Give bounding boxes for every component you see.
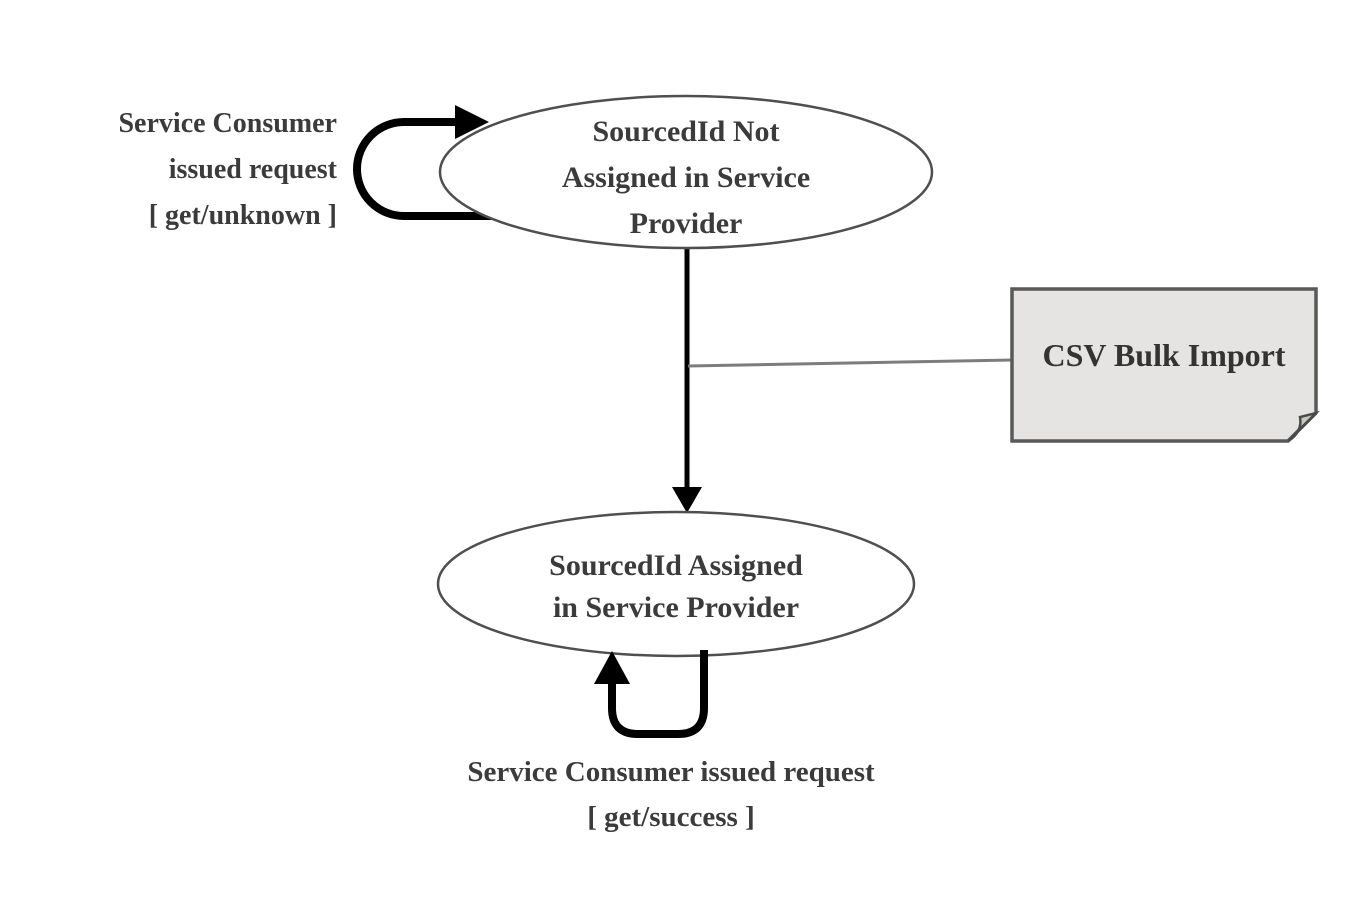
state-bottom-label: SourcedId Assigned in Service Provider bbox=[456, 545, 896, 629]
top-self-loop-label: Service Consumer issued request [ get/un… bbox=[0, 101, 337, 239]
bottom-self-loop-label: Service Consumer issued request [ get/su… bbox=[371, 750, 971, 840]
state-top-ellipse bbox=[438, 94, 934, 250]
note-label: CSV Bulk Import bbox=[1042, 336, 1286, 373]
label-line: Provider bbox=[629, 207, 743, 240]
note-connector-line bbox=[687, 358, 1014, 368]
up-arrowhead-icon bbox=[594, 651, 630, 684]
right-arrowhead-icon bbox=[455, 105, 489, 139]
label-line: SourcedId Not bbox=[592, 115, 780, 148]
state-bottom-ellipse bbox=[436, 510, 916, 658]
label-line: [ get/success ] bbox=[587, 801, 755, 833]
label-line: Assigned in Service bbox=[561, 161, 811, 194]
note-fold-corner bbox=[1287, 410, 1321, 443]
label-line: Service Consumer bbox=[118, 108, 337, 139]
bottom-self-loop-line bbox=[608, 650, 708, 738]
top-self-loop-line bbox=[353, 118, 497, 220]
state-top-label: SourcedId Not Assigned in Service Provid… bbox=[466, 109, 906, 247]
label-line: SourcedId Assigned bbox=[549, 549, 803, 582]
down-arrowhead-icon bbox=[672, 487, 702, 513]
label-line: [ get/unknown ] bbox=[148, 200, 337, 231]
label-line: Service Consumer issued request bbox=[467, 756, 875, 788]
label-line: in Service Provider bbox=[552, 591, 800, 624]
label-line: issued request bbox=[168, 154, 337, 185]
